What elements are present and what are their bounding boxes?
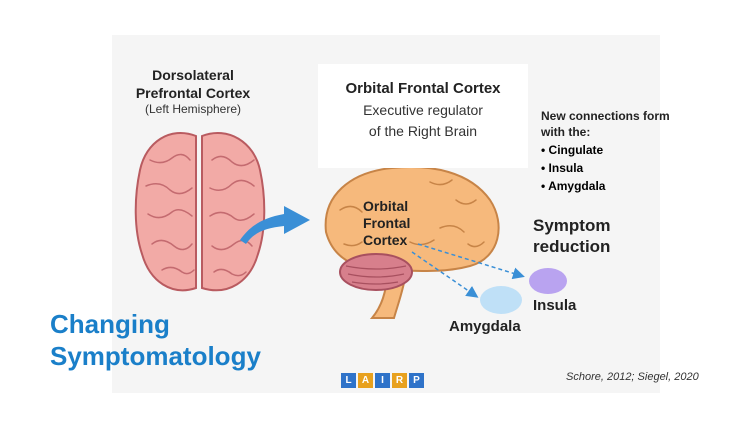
connection-item-insula: • Insula — [541, 161, 584, 175]
connection-item-cingulate: • Cingulate — [541, 143, 604, 157]
logo-letter: A — [358, 373, 373, 388]
logo-letter: R — [392, 373, 407, 388]
citation: Schore, 2012; Siegel, 2020 — [566, 371, 699, 383]
dlpfc-title: Dorsolateral Prefrontal Cortex — [118, 66, 268, 102]
transfer-arrow-icon — [240, 206, 310, 244]
dlpfc-title-line1: Dorsolateral — [152, 67, 234, 83]
amygdala-region — [480, 286, 522, 314]
symptom-reduction-label: Symptom reduction — [533, 215, 610, 257]
headline-line1: Changing — [50, 309, 170, 339]
top-view-brain-icon — [134, 132, 266, 292]
connections-heading-line1: New connections form — [541, 109, 670, 123]
ofc-to-amygdala-connector — [411, 251, 479, 298]
ofc-card-title: Orbital Frontal Cortex — [345, 80, 501, 97]
logo-letter: P — [409, 373, 424, 388]
amygdala-label: Amygdala — [449, 318, 521, 335]
headline-line2: Symptomatology — [50, 341, 261, 371]
ofc-card-line2: of the Right Brain — [368, 123, 478, 139]
logo-letter: I — [375, 373, 390, 388]
symptom-line1: Symptom — [533, 216, 611, 235]
insula-label: Insula — [533, 297, 577, 314]
headline: Changing Symptomatology — [50, 308, 261, 372]
dlpfc-title-line2: Prefrontal Cortex — [135, 85, 251, 101]
dlpfc-subtitle: (Left Hemisphere) — [144, 102, 242, 116]
side-view-brain-icon — [324, 166, 500, 319]
brain-ofc-label: Orbital Frontal Cortex — [363, 198, 410, 249]
brain-ofc-label-line3: Cortex — [363, 232, 408, 248]
ofc-card-line1: Executive regulator — [363, 102, 483, 118]
brain-ofc-label-line2: Frontal — [363, 215, 411, 231]
symptom-line2: reduction — [533, 237, 611, 256]
connections-heading: New connections form with the: — [541, 108, 670, 140]
logo-letter: L — [341, 373, 356, 388]
connection-item-amygdala: • Amygdala — [541, 179, 606, 193]
ofc-card — [318, 64, 528, 168]
connections-heading-line2: with the: — [541, 125, 591, 139]
brain-ofc-label-line1: Orbital — [363, 198, 409, 214]
insula-region — [529, 268, 567, 294]
